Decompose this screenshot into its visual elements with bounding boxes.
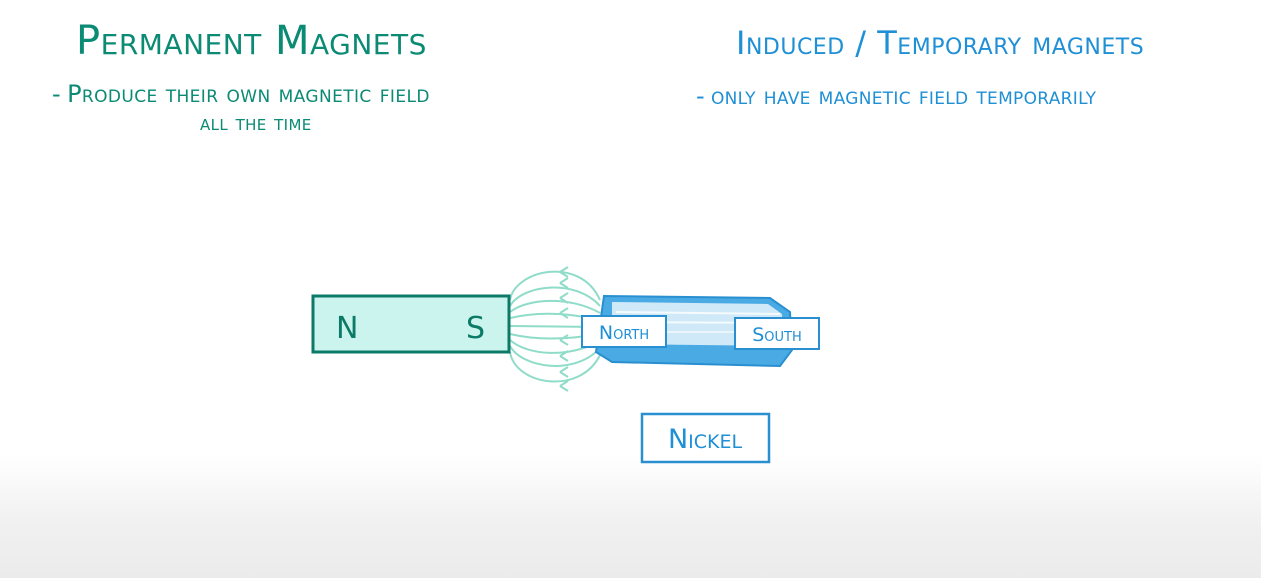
induced-magnets-title: Induced / Temporary magnets — [736, 24, 1145, 62]
induced-description-line: -only have magnetic field temporarily — [696, 82, 1096, 110]
arrow-icon — [559, 350, 569, 362]
permanent-description-line-2: all the time — [200, 111, 312, 136]
field-line-2 — [509, 286, 601, 307]
field-arrows — [559, 266, 569, 392]
permanent-description-text-1: Produce their own magnetic field — [67, 80, 430, 108]
arrow-icon — [559, 380, 569, 392]
material-label: Nickel — [640, 412, 771, 464]
arrow-icon — [559, 307, 569, 319]
arrow-icon — [559, 277, 569, 289]
bullet-dash: - — [52, 80, 62, 108]
south-label: South — [734, 317, 820, 350]
material-label-text: Nickel — [668, 424, 743, 455]
south-label-text: South — [752, 324, 802, 346]
arrow-icon — [559, 366, 569, 378]
field-line-1 — [509, 270, 601, 301]
permanent-magnets-title: Permanent Magnets — [76, 18, 427, 64]
arrow-icon — [559, 334, 569, 346]
bar-magnet: N S — [311, 294, 511, 354]
arrow-icon — [559, 266, 569, 278]
induced-description-text: only have magnetic field temporarily — [710, 82, 1097, 110]
bar-magnet-north-pole: N — [336, 311, 358, 346]
field-line-9 — [509, 351, 601, 383]
field-line-3 — [509, 299, 601, 314]
north-label: North — [581, 315, 667, 348]
arrow-icon — [559, 292, 569, 304]
north-label-text: North — [599, 322, 649, 344]
field-line-8 — [509, 345, 601, 367]
bar-magnet-south-pole: S — [466, 311, 485, 346]
permanent-description-line-1: -Produce their own magnetic field — [52, 80, 430, 108]
bullet-dash: - — [696, 82, 705, 110]
